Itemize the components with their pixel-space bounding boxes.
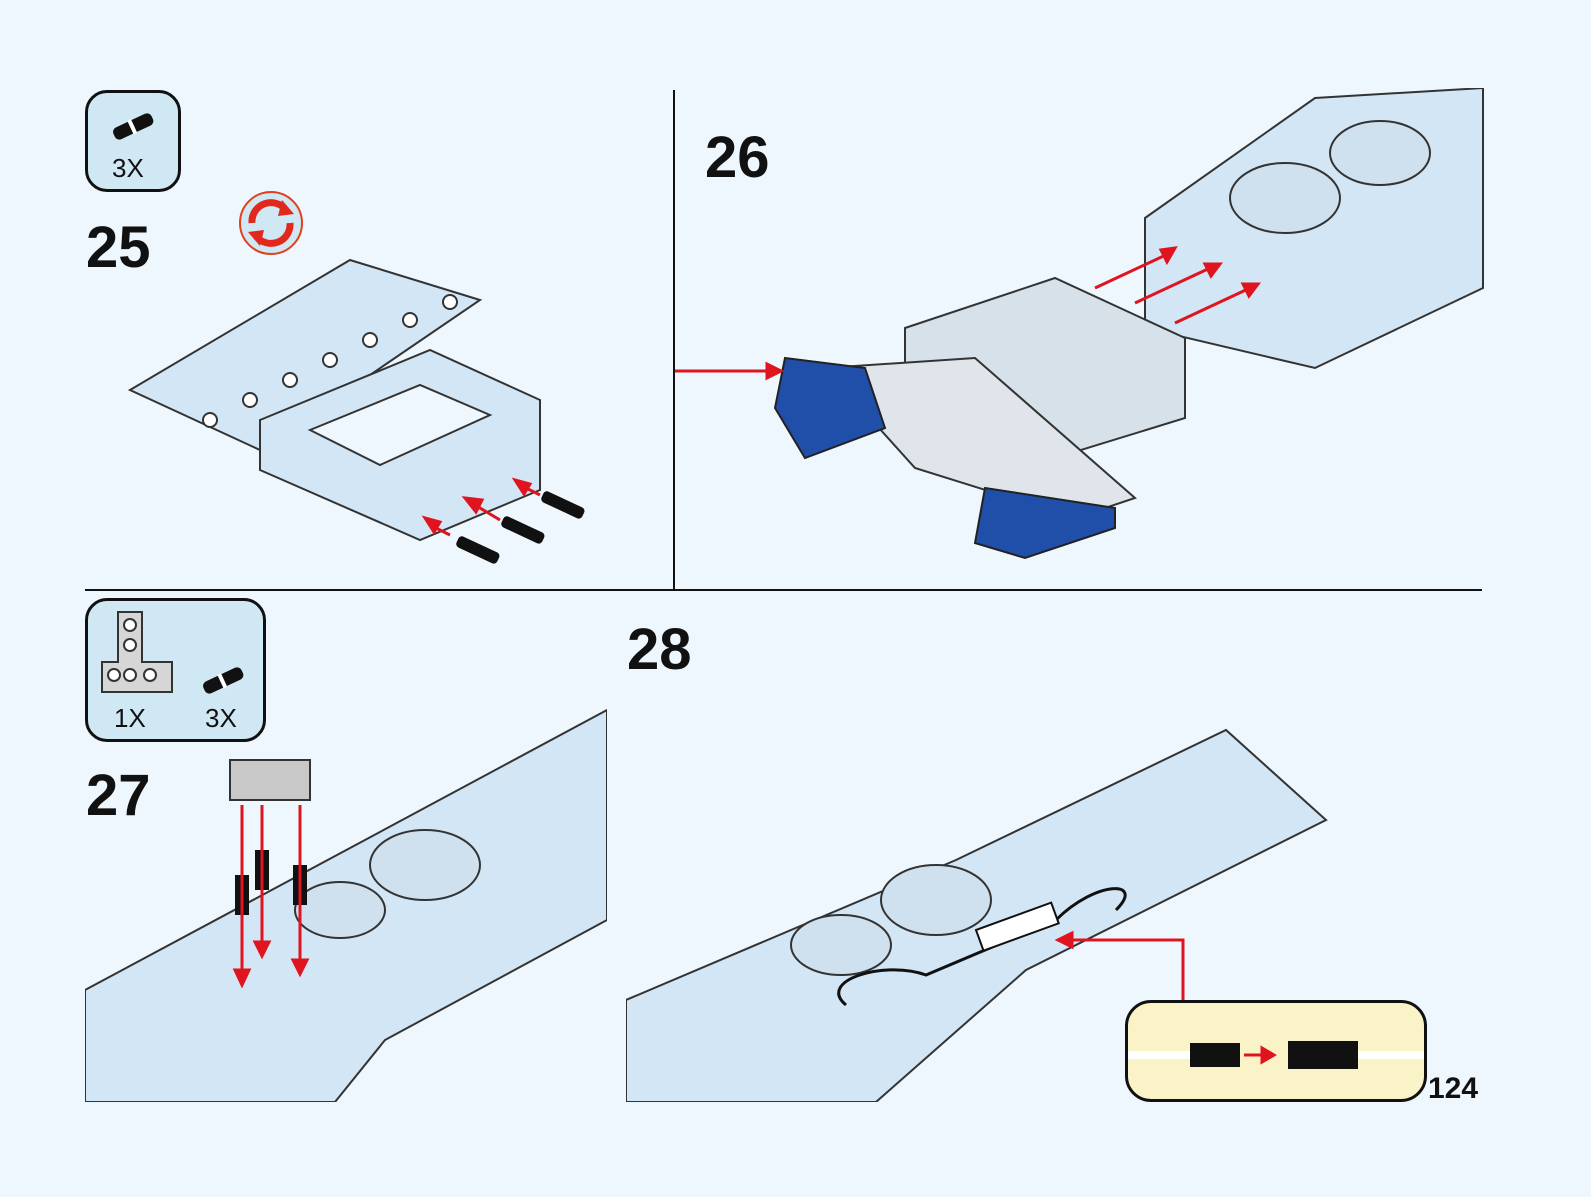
step-number: 28 (627, 617, 692, 682)
part-quantity: 1X (114, 703, 146, 733)
step-28-assembly-illustration (626, 728, 1328, 1102)
connector-pin-icon (113, 113, 154, 140)
divider-horizontal (85, 589, 1482, 591)
part-quantity: 3X (112, 153, 144, 183)
rotate-icon (239, 191, 303, 255)
step-number: 26 (705, 125, 770, 190)
step-27-assembly-illustration (85, 708, 607, 1102)
connector-pin-icon (203, 667, 244, 694)
step-26-assembly-illustration (675, 88, 1484, 560)
step-number: 25 (86, 215, 151, 280)
step-number: 27 (86, 763, 151, 828)
part-quantity: 3X (205, 703, 237, 733)
detail-callout-connector (1125, 1000, 1427, 1102)
divider-vertical (673, 90, 675, 590)
t-beam-icon (101, 611, 173, 693)
page-number: 124 (1428, 1072, 1479, 1105)
step-25-assembly-illustration (127, 258, 585, 564)
parts-callout-step-25: 3X (85, 90, 181, 192)
cable-connection-detail (1128, 1041, 1424, 1069)
parts-callout-step-27: 1X 3X (85, 598, 266, 742)
